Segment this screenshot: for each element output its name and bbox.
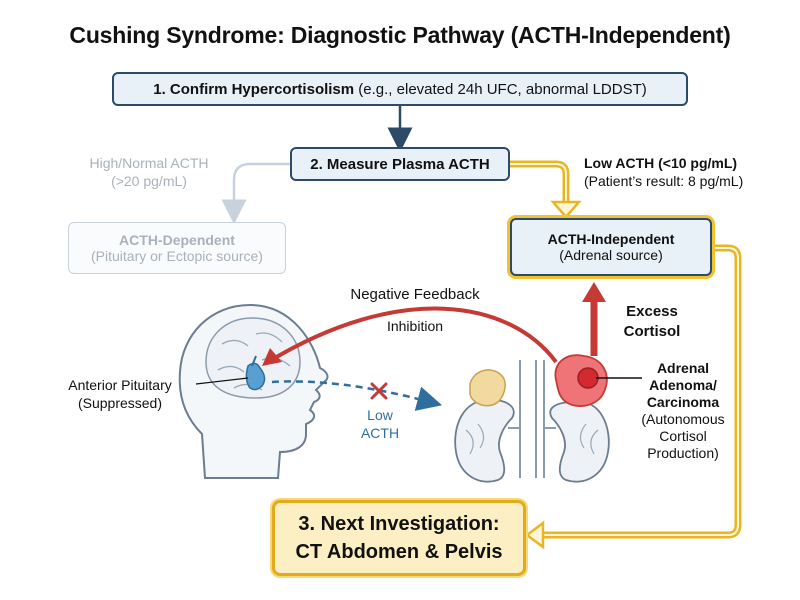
pituitary-line1: Anterior Pituitary: [68, 377, 172, 393]
dependent-subtitle: (Pituitary or Ectopic source): [91, 248, 263, 264]
excess-line2: Cortisol: [623, 323, 681, 340]
arrow-to-step3-head: [524, 520, 545, 550]
kidney-right-icon: [549, 400, 610, 483]
pituitary-line2: (Suppressed): [77, 395, 163, 411]
low-acth-label: Low ACTH: [350, 406, 410, 442]
pituitary-pointer: [195, 377, 249, 385]
head-brain-icon: [178, 303, 329, 479]
high-acth-line2: (>20 pg/mL): [111, 173, 187, 189]
pituitary-label: Anterior Pituitary (Suppressed): [40, 376, 200, 412]
acth-independent-box: ACTH-Independent (Adrenal source): [510, 218, 712, 276]
arrow-negative-feedback: [266, 306, 558, 364]
low-acth-line1: Low: [367, 407, 393, 423]
kidney-left-icon: [454, 399, 515, 483]
arrow-to-independent-head: [550, 200, 582, 219]
adenoma-line3: Carcinoma: [646, 394, 720, 410]
adenoma-line5: Cortisol: [659, 428, 707, 444]
adrenal-left-icon: [469, 369, 506, 407]
adenoma-line2: Adenoma/: [649, 377, 717, 393]
step1-bold: 1. Confirm Hypercortisolism: [153, 80, 355, 98]
arrow-low-acth: [271, 380, 443, 411]
arrow-to-independent: [510, 160, 570, 204]
low-branch-line1: Low ACTH (<10 pg/mL): [584, 155, 738, 171]
adenoma-label: Adrenal Adenoma/ Carcinoma (Autonomous C…: [628, 360, 738, 462]
step2-box: 2. Measure Plasma ACTH: [290, 147, 510, 181]
excess-cortisol-label: Excess Cortisol: [612, 302, 692, 342]
adenoma-line1: Adrenal: [656, 360, 710, 376]
independent-subtitle: (Adrenal source): [559, 247, 663, 263]
x-mark-icon: [370, 382, 388, 400]
step3-line1: 3. Next Investigation:: [298, 513, 500, 535]
high-acth-line1: High/Normal ACTH: [89, 155, 209, 171]
pituitary-icon: [245, 355, 266, 391]
feedback-label-line2: Inhibition: [386, 318, 444, 334]
aorta-icon: [508, 360, 556, 478]
step3-line2: CT Abdomen & Pelvis: [295, 541, 503, 563]
independent-title: ACTH-Independent: [547, 231, 675, 247]
acth-dependent-box: ACTH-Dependent (Pituitary or Ectopic sou…: [68, 222, 286, 274]
step1-box: 1. Confirm Hypercortisolism (e.g., eleva…: [112, 72, 688, 106]
page-title: Cushing Syndrome: Diagnostic Pathway (AC…: [69, 22, 731, 48]
dependent-title: ACTH-Dependent: [119, 232, 235, 248]
excess-line1: Excess: [626, 303, 678, 320]
step1-rest: (e.g., elevated 24h UFC, abnormal LDDST): [354, 80, 647, 98]
adenoma-line4: (Autonomous: [641, 411, 725, 427]
high-acth-label: High/Normal ACTH (>20 pg/mL): [74, 154, 224, 190]
step3-box: 3. Next Investigation: CT Abdomen & Pelv…: [272, 500, 526, 576]
arrow-to-dependent: [221, 162, 290, 225]
adenoma-line6: Production): [647, 445, 719, 461]
low-acth-branch-label: Low ACTH (<10 pg/mL) (Patient’s result: …: [584, 154, 794, 190]
low-acth-line2: ACTH: [360, 425, 400, 441]
feedback-label-line1: Negative Feedback: [350, 286, 480, 303]
adrenal-tumor-icon: [554, 354, 608, 407]
low-branch-line2: (Patient’s result: 8 pg/mL): [584, 173, 744, 189]
